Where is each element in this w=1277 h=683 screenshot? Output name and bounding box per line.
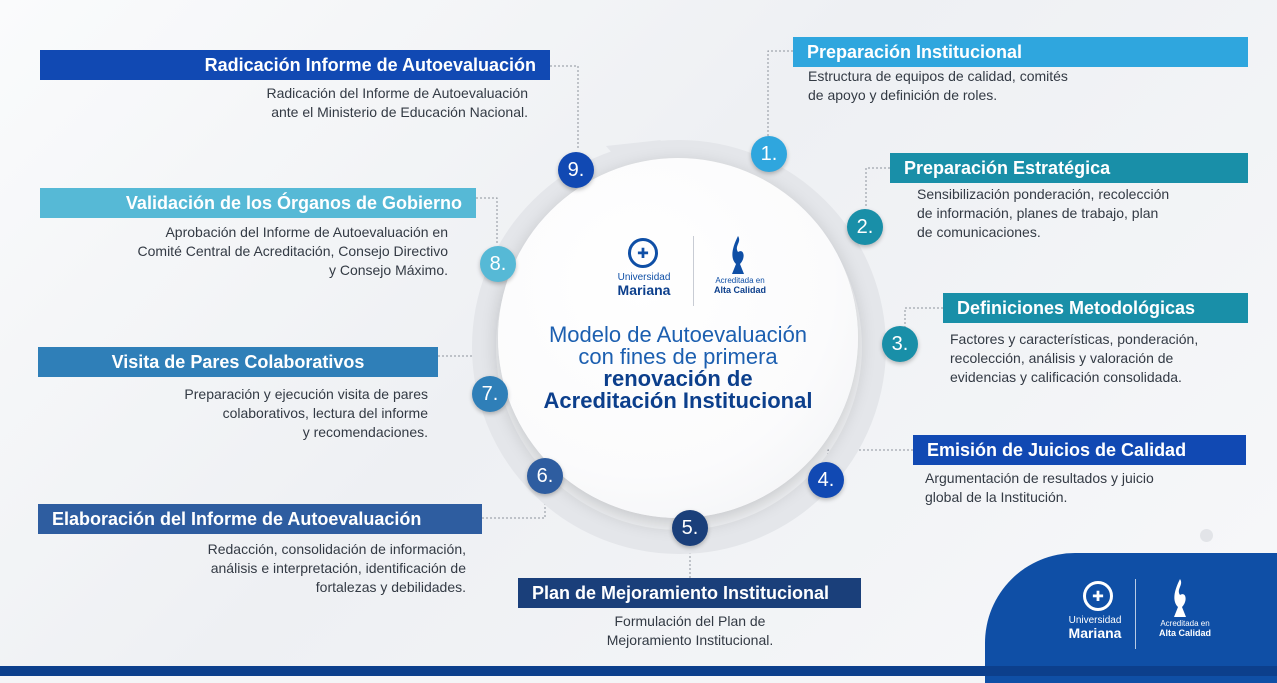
- bottom-brand-bar: [0, 666, 1277, 676]
- step-9-badge: 9.: [558, 152, 594, 188]
- step-8-desc-line: Comité Central de Acreditación, Consejo …: [137, 243, 448, 259]
- step-2-desc-line: Sensibilización ponderación, recolección: [917, 186, 1170, 202]
- step-6-desc-line: fortalezas y debilidades.: [315, 579, 466, 595]
- step-3-desc-line: evidencias y calificación consolidada.: [950, 369, 1182, 385]
- step-7-badge: 7.: [472, 376, 508, 412]
- step-1-desc-line: de apoyo y definición de roles.: [808, 87, 998, 103]
- connector-8: [476, 197, 498, 244]
- step-6-badge: 6.: [527, 458, 563, 494]
- center-logo: ✚ Universidad Mariana Acreditada en Alta…: [598, 232, 778, 312]
- university-seal-icon: ✚: [1083, 581, 1113, 611]
- step-8-desc-line: y Consejo Máximo.: [328, 262, 448, 278]
- step-1-badge: 1.: [751, 136, 787, 172]
- step-3-badge: 3.: [882, 326, 918, 362]
- step-4-desc-line: global de la Institución.: [925, 489, 1068, 505]
- center-title-line3: renovación de: [603, 366, 753, 391]
- center-title: Modelo de Autoevaluación con fines de pr…: [505, 324, 851, 412]
- step-5-title: Plan de Mejoramiento Institucional: [518, 578, 861, 608]
- step-9-desc-line: ante el Ministerio de Educación Nacional…: [271, 104, 528, 120]
- step-2-badge: 2.: [847, 209, 883, 245]
- step-7-desc-line: y recomendaciones.: [302, 424, 428, 440]
- step-5-desc-line: Mejoramiento Institucional.: [606, 632, 774, 648]
- connector-1: [767, 50, 793, 137]
- step-2-title: Preparación Estratégica: [890, 153, 1248, 183]
- accreditation-flame-icon: [1174, 579, 1186, 617]
- step-7-title: Visita de Pares Colaborativos: [38, 347, 438, 377]
- step-2-desc-line: de comunicaciones.: [917, 224, 1041, 240]
- accredited-line1: Acreditada en: [715, 276, 765, 285]
- step-4-badge: 4.: [808, 462, 844, 498]
- step-9-desc-line: Radicación del Informe de Autoevaluación: [266, 85, 528, 101]
- step-1-desc-line: Estructura de equipos de calidad, comité…: [808, 68, 1068, 84]
- step-6-desc-line: análisis e interpretación, identificació…: [210, 560, 466, 576]
- corner-brand-panel: [985, 553, 1277, 683]
- center-title-line2: con fines de primera: [578, 344, 778, 369]
- center-title-line1: Modelo de Autoevaluación: [548, 322, 808, 347]
- logo-divider: [693, 236, 694, 306]
- step-6-description: Redacción, consolidación de información,…: [60, 540, 466, 597]
- university-seal-icon: ✚: [628, 238, 658, 268]
- step-5-badge: 5.: [672, 510, 708, 546]
- step-3-desc-line: recolección, análisis y valoración de: [950, 350, 1174, 366]
- step-1-description: Estructura de equipos de calidad, comité…: [808, 67, 1068, 105]
- connector-2: [865, 167, 890, 208]
- step-5-description: Formulación del Plan de Mejoramiento Ins…: [560, 612, 820, 650]
- step-4-desc-line: Argumentación de resultados y juicio: [925, 470, 1154, 486]
- step-7-desc-line: Preparación y ejecución visita de pares: [184, 386, 428, 402]
- step-2-description: Sensibilización ponderación, recolección…: [917, 185, 1169, 242]
- step-8-desc-line: Aprobación del Informe de Autoevaluación…: [165, 224, 448, 240]
- step-9-title: Radicación Informe de Autoevaluación: [40, 50, 550, 80]
- step-7-description: Preparación y ejecución visita de pares …: [60, 385, 428, 442]
- corner-logo: ✚ Universidad Mariana Acreditada en Alta…: [1055, 575, 1275, 655]
- university-name-line2: Mariana: [617, 282, 671, 298]
- step-5-desc-line: Formulación del Plan de: [614, 613, 766, 629]
- step-6-title: Elaboración del Informe de Autoevaluació…: [38, 504, 482, 534]
- step-9-description: Radicación del Informe de Autoevaluación…: [150, 84, 528, 122]
- step-4-description: Argumentación de resultados y juicio glo…: [925, 469, 1154, 507]
- university-name-line2: Mariana: [1068, 625, 1122, 641]
- connector-3: [904, 307, 943, 327]
- accreditation-flame-icon: [732, 236, 744, 274]
- university-name-line1: Universidad: [1068, 615, 1122, 626]
- accredited-line2: Alta Calidad: [713, 285, 766, 295]
- step-6-desc-line: Redacción, consolidación de información,: [207, 541, 466, 557]
- step-3-title: Definiciones Metodológicas: [943, 293, 1248, 323]
- step-8-badge: 8.: [480, 246, 516, 282]
- step-7-desc-line: colaborativos, lectura del informe: [222, 405, 428, 421]
- connector-9: [550, 65, 579, 150]
- accredited-line2: Alta Calidad: [1158, 628, 1211, 638]
- university-name-line1: Universidad: [617, 272, 671, 283]
- center-disc: [498, 158, 858, 518]
- step-8-title: Validación de los Órganos de Gobierno: [40, 188, 476, 218]
- step-3-description: Factores y características, ponderación,…: [950, 330, 1198, 387]
- step-8-description: Aprobación del Informe de Autoevaluación…: [40, 223, 448, 280]
- center-title-line4: Acreditación Institucional: [543, 388, 813, 413]
- step-2-desc-line: de información, planes de trabajo, plan: [917, 205, 1159, 221]
- decorative-dot: [1200, 529, 1213, 542]
- step-4-title: Emisión de Juicios de Calidad: [913, 435, 1246, 465]
- step-3-desc-line: Factores y características, ponderación,: [950, 331, 1199, 347]
- logo-divider: [1135, 579, 1136, 649]
- accredited-line1: Acreditada en: [1160, 619, 1210, 628]
- step-1-title: Preparación Institucional: [793, 37, 1248, 67]
